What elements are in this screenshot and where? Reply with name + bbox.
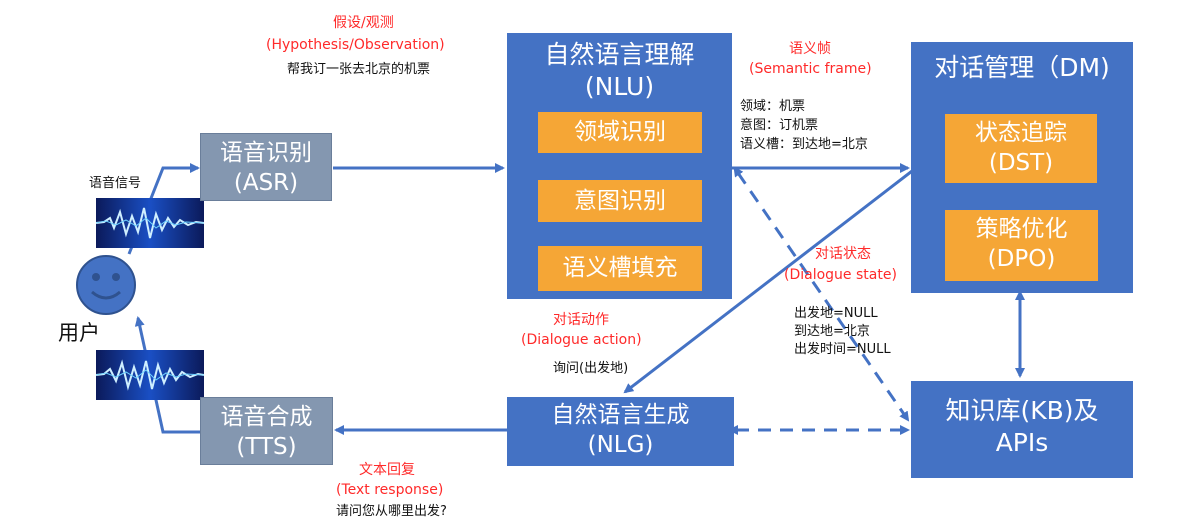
dst-step: 状态追踪 (DST) — [945, 114, 1097, 183]
tts-module: 语音合成 (TTS) — [200, 397, 333, 465]
domain-recognition-step: 领域识别 — [538, 112, 702, 153]
dst-line2: (DST) — [988, 150, 1054, 176]
semantic-frame-intent: 意图：订机票 — [740, 118, 819, 133]
text-response-title: 文本回复 — [359, 462, 415, 478]
semantic-frame-title: 语义帧 — [789, 41, 831, 57]
speech-waveform-output — [96, 350, 204, 400]
dialogue-state-origin: 出发地=NULL — [794, 306, 878, 321]
semantic-frame-domain: 领域：机票 — [740, 99, 806, 114]
dialogue-state-destination: 到达地=北京 — [794, 324, 870, 339]
dm-title: 对话管理（DM) — [934, 53, 1110, 82]
semantic-frame-slot: 语义槽：到达地=北京 — [740, 137, 868, 152]
speech-signal-label: 语音信号 — [89, 176, 142, 191]
nlg-line1: 自然语言生成 — [551, 402, 690, 428]
dialogue-action-subtitle: (Dialogue action) — [521, 332, 642, 348]
nlu-line1: 自然语言理解 — [544, 40, 695, 69]
dpo-step: 策略优化 (DPO) — [945, 210, 1098, 281]
hypothesis-example: 帮我订一张去北京的机票 — [287, 62, 431, 77]
dialogue-state-subtitle: (Dialogue state) — [784, 267, 897, 283]
asr-line2: (ASR) — [233, 170, 299, 196]
speech-waveform-input — [96, 198, 204, 248]
text-response-subtitle: (Text response) — [336, 482, 444, 498]
dialogue-state-departure-time: 出发时间=NULL — [794, 342, 891, 357]
tts-line1: 语音合成 — [220, 404, 313, 430]
asr-module: 语音识别 (ASR) — [200, 133, 332, 201]
dialogue-action-title: 对话动作 — [553, 312, 609, 328]
dialogue-state-title: 对话状态 — [815, 246, 871, 262]
user-label: 用户 — [58, 321, 100, 345]
kb-line2: APIs — [995, 428, 1049, 457]
nlg-module: 自然语言生成 (NLG) — [507, 397, 734, 466]
user-smiley-icon — [75, 254, 137, 316]
kb-apis-module: 知识库(KB)及 APIs — [911, 381, 1133, 478]
dpo-line1: 策略优化 — [975, 216, 1068, 242]
nlu-line2: (NLU) — [584, 72, 655, 101]
hypothesis-title: 假设/观测 — [333, 15, 394, 31]
semantic-frame-subtitle: (Semantic frame) — [749, 61, 872, 77]
intent-recognition-step: 意图识别 — [538, 180, 702, 222]
slot-filling-step: 语义槽填充 — [538, 246, 702, 291]
nlg-line2: (NLG) — [587, 432, 654, 458]
dialogue-action-example: 询问(出发地) — [553, 361, 629, 376]
nlu-kb-dashed-arrow — [733, 166, 910, 422]
dst-line1: 状态追踪 — [975, 120, 1067, 146]
dpo-line2: (DPO) — [987, 246, 1056, 272]
hypothesis-subtitle: (Hypothesis/Observation) — [266, 37, 445, 53]
kb-line1: 知识库(KB)及 — [945, 396, 1099, 425]
asr-line1: 语音识别 — [220, 140, 312, 166]
tts-line2: (TTS) — [236, 434, 297, 460]
text-response-example: 请问您从哪里出发? — [336, 504, 447, 519]
